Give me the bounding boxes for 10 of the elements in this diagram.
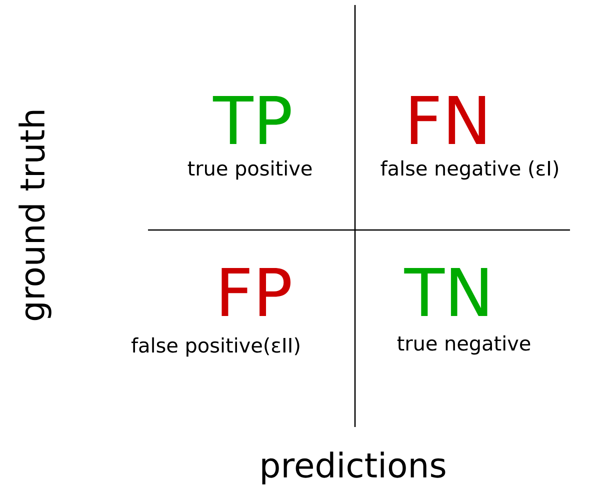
quadrant-abbreviation: TN xyxy=(404,268,488,316)
quadrant-label: true positive xyxy=(188,160,312,180)
quadrant-label: true negative xyxy=(397,335,530,355)
quadrant-label: false positive(εII) xyxy=(131,337,300,357)
quadrant-abbreviation: TP xyxy=(212,96,291,144)
quadrant-label: false negative (εI) xyxy=(380,160,558,180)
axis-title: ground truth xyxy=(18,110,52,320)
axis-title: predictions xyxy=(262,452,446,484)
quadrant-abbreviation: FN xyxy=(410,96,486,144)
quadrant-abbreviation: FP xyxy=(222,268,290,316)
